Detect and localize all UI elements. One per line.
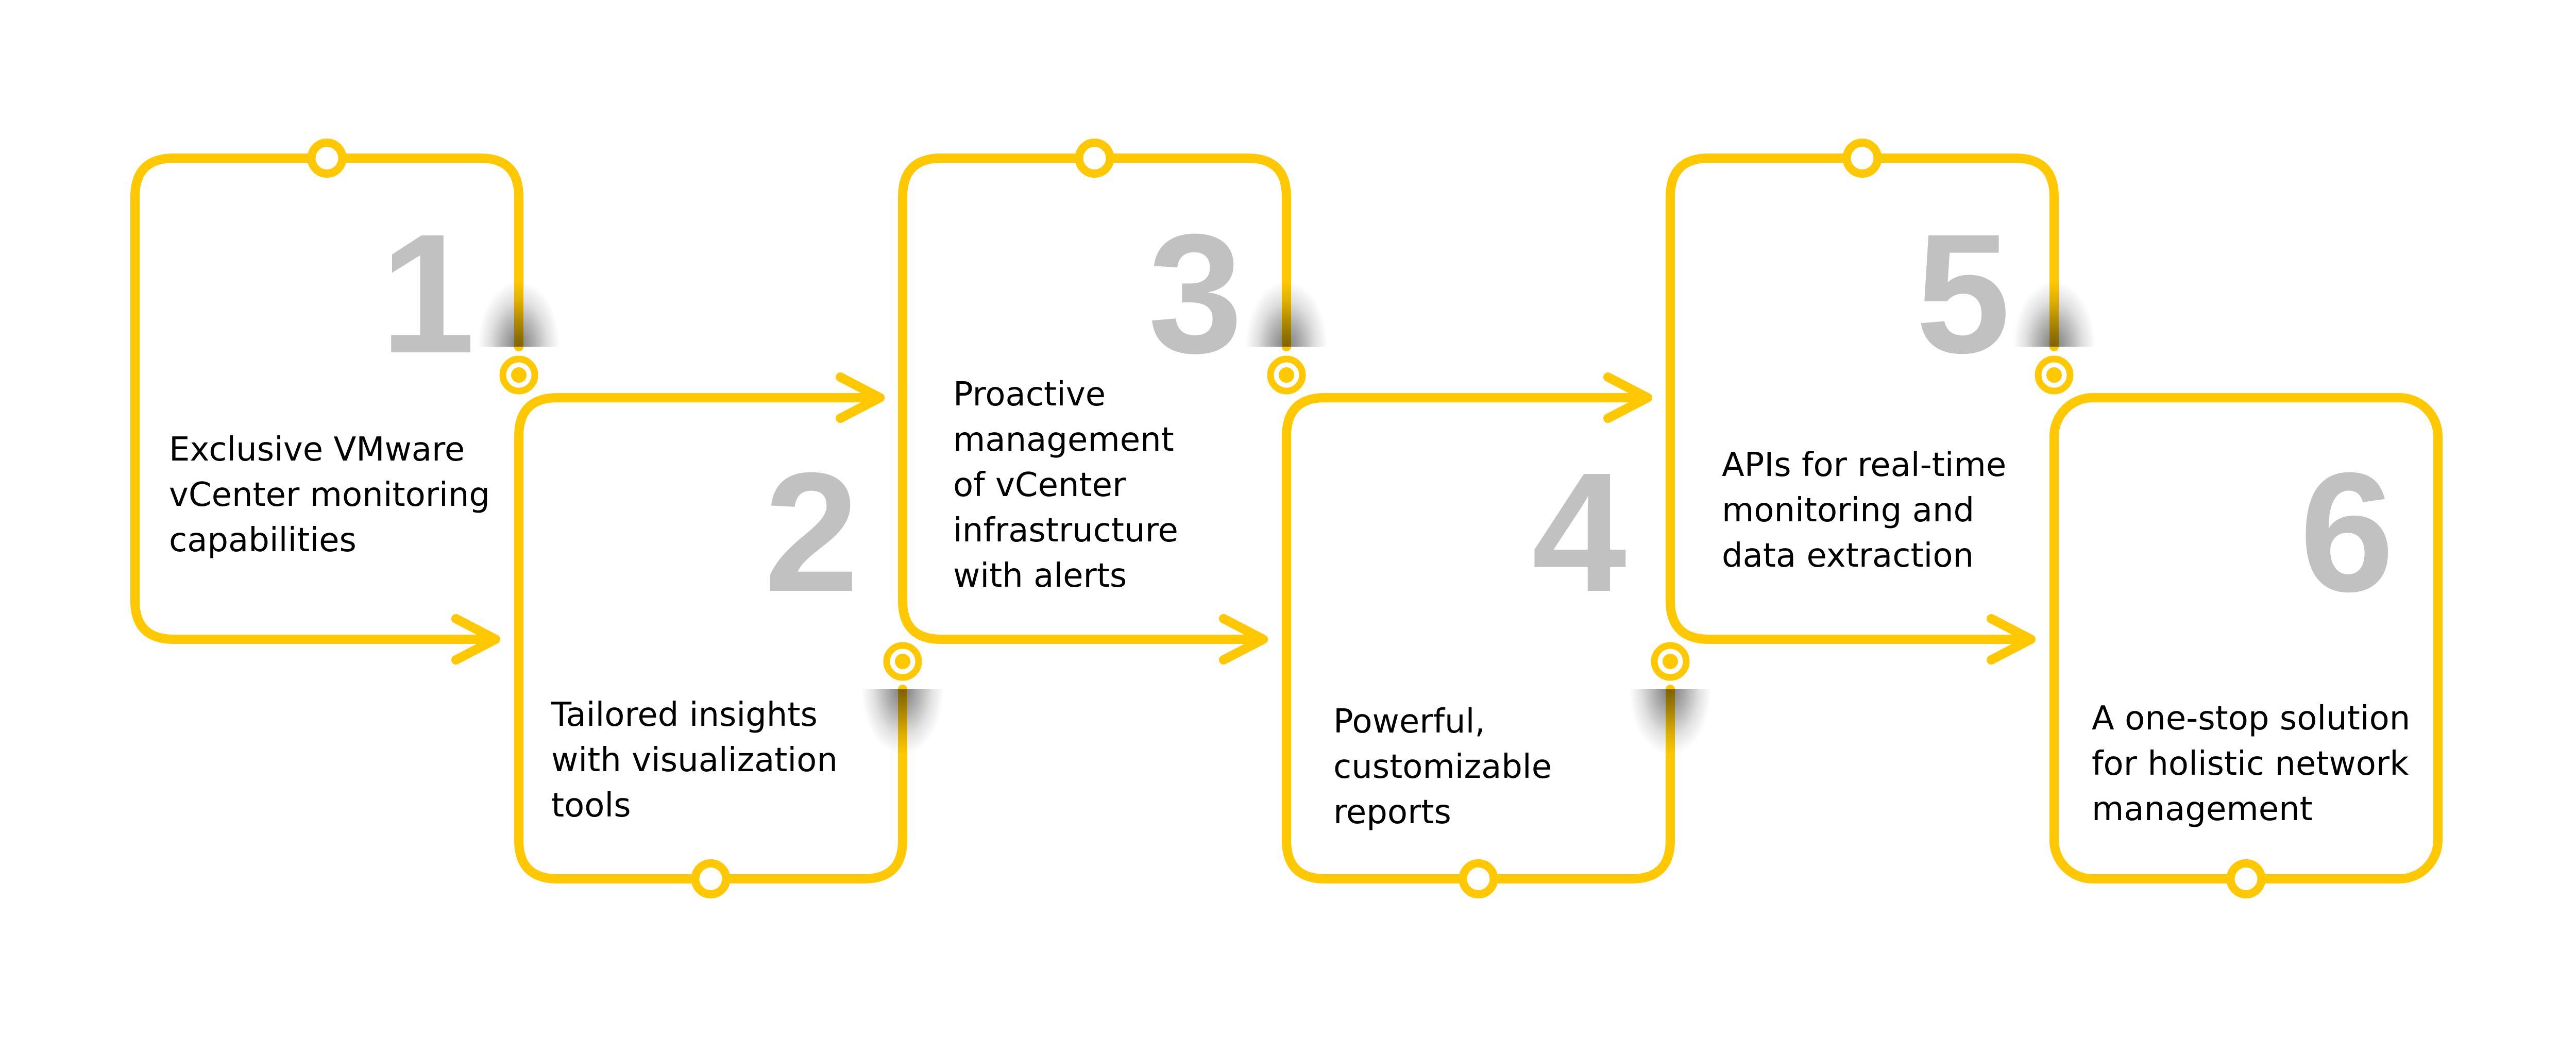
step-number-2: 2 — [764, 437, 859, 627]
card-outline-4 — [1282, 393, 1675, 883]
shadow-under-3-4 — [1245, 281, 1328, 347]
node-ring-top-1 — [307, 139, 347, 178]
arrow-head-3-to-4 — [1219, 614, 1268, 665]
step-text-1: Exclusive VMware vCenter monitoring capa… — [169, 431, 490, 559]
node-ring-top-5 — [1842, 139, 1882, 178]
node-ring-bottom-4 — [1459, 859, 1498, 898]
card-outline-2 — [514, 393, 907, 883]
connector-ring-5-6 — [2035, 355, 2074, 395]
step-text-3: Proactive management of vCenter infrastr… — [953, 376, 1178, 595]
step-text-2: Tailored insights with visualization too… — [551, 696, 838, 825]
connector-rings — [499, 355, 2074, 681]
shadow-under-1-2 — [478, 281, 560, 347]
arrow-head-1-to-2 — [451, 614, 500, 665]
node-ring-top-3 — [1075, 139, 1114, 178]
edge-node-rings — [307, 139, 2266, 898]
step-text-6: A one-stop solution for holistic network… — [2092, 700, 2411, 828]
card-outline-5 — [1666, 154, 2059, 644]
arrow-head-2-to-3 — [836, 372, 885, 423]
shadow-under-2-3 — [861, 689, 944, 755]
connector-ring-2-3 — [883, 642, 922, 681]
step-text-5: APIs for real-time monitoring and data e… — [1722, 446, 2007, 575]
step-number-1: 1 — [380, 198, 475, 388]
step-number-4: 4 — [1532, 437, 1626, 627]
overlap-shadows — [478, 281, 2095, 755]
step-number-5: 5 — [1916, 198, 2010, 388]
arrow-head-4-to-5 — [1603, 372, 1652, 423]
connector-ring-1-2 — [499, 355, 538, 395]
shadow-under-5-6 — [2013, 281, 2095, 347]
node-ring-bottom-2 — [691, 859, 731, 898]
connector-ring-4-5 — [1651, 642, 1690, 681]
card-outline-3 — [898, 154, 1291, 644]
connector-ring-3-4 — [1267, 355, 1306, 395]
step-number-3: 3 — [1148, 198, 1243, 388]
step-text-4: Powerful, customizable reports — [1333, 703, 1552, 831]
card-outline-1 — [130, 154, 523, 644]
arrow-head-5-to-6 — [1987, 614, 2036, 665]
node-ring-bottom-6 — [2226, 859, 2266, 898]
shadow-under-4-5 — [1629, 689, 1711, 755]
step-number-6: 6 — [2299, 437, 2394, 627]
